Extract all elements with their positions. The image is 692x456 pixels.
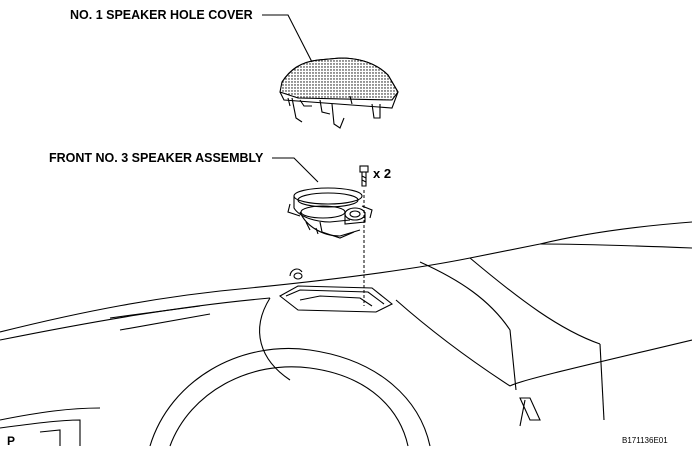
speaker-label: FRONT NO. 3 SPEAKER ASSEMBLY	[49, 151, 264, 165]
speaker-leader-line	[272, 157, 319, 183]
speaker-hole-cover	[279, 57, 399, 129]
speaker-assembly	[287, 187, 373, 239]
instrument-panel	[0, 221, 692, 447]
corner-label: P	[7, 434, 16, 448]
cover-leader-line	[262, 14, 313, 63]
bolt-quantity-label: x 2	[373, 166, 392, 181]
bolt-icon	[359, 165, 369, 187]
figure-code: B171136E01	[622, 436, 668, 445]
cover-label: NO. 1 SPEAKER HOLE COVER	[70, 8, 253, 22]
